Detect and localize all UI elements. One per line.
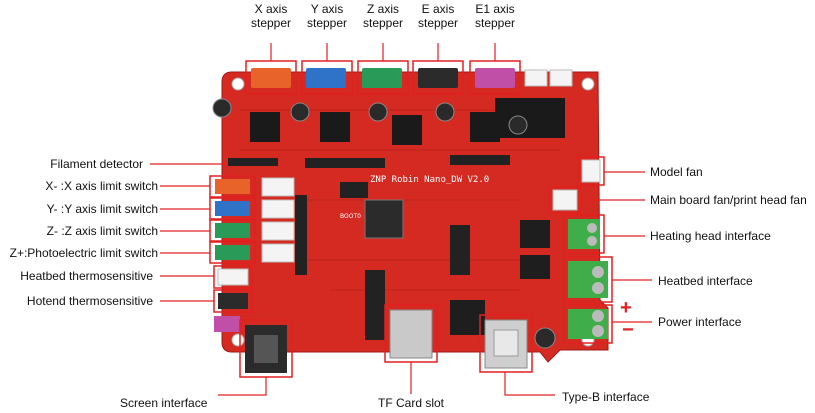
label-z-stepper-line2: stepper [362,16,404,30]
power-terminal [563,304,613,344]
label-e-stepper-line2: stepper [417,16,459,30]
heating-head-terminal [563,214,605,254]
right-callout-lines [581,171,652,323]
label-e-stepper: E axis stepper [403,2,473,30]
label-heatbed-interface: Heatbed interface [658,274,753,288]
mounting-hole [231,77,245,91]
label-z-photoelectric-switch: Z+:Photoelectric limit switch [9,246,158,260]
mcu-chip [364,199,404,239]
label-mainboard-fan: Main board fan/print head fan [650,193,807,207]
capacitors [212,98,556,349]
mainboard-fan-connector [548,186,582,214]
label-e1-stepper-line1: E1 axis [475,2,515,16]
label-y-limit-switch: Y- :Y axis limit switch [46,202,158,216]
heatbed-terminal [563,256,613,303]
white-connectors-top [524,69,573,87]
board-silk-label: ZNP Robin Nano_DW V2.0 [370,175,489,185]
label-filament-detector: Filament detector [50,157,143,171]
filament-detector-header [228,158,278,166]
label-x-limit-switch: X- :X axis limit switch [45,179,158,193]
mounting-hole [231,333,245,347]
left-callout-lines [150,163,228,302]
label-e1-stepper-line2: stepper [474,16,516,30]
label-type-b-interface: Type-B interface [562,390,650,404]
pin-headers [295,155,510,340]
label-x-stepper-line1: X axis [254,2,288,16]
boot-label: BOOT0 [340,213,361,220]
screen-interface-connector [239,319,293,378]
polarity-minus: − [622,319,634,341]
stepper-driver-chips [250,98,565,145]
label-z-stepper-line1: Z axis [366,2,399,16]
label-z-limit-switch: Z- :Z axis limit switch [46,224,158,238]
label-model-fan: Model fan [650,165,703,179]
type-b-connector [479,314,533,373]
label-hotend-thermosensitive: Hotend thermosensitive [26,294,153,308]
label-e-stepper-line1: E axis [421,2,455,16]
label-tf-card-slot: TF Card slot [378,396,445,410]
label-z-stepper: Z axis stepper [348,2,418,30]
label-screen-interface: Screen interface [120,396,208,410]
mounting-hole [581,77,595,91]
thermistor-connectors [213,265,253,332]
model-fan-connector [577,156,605,186]
label-x-stepper: X axis stepper [236,2,306,30]
label-y-stepper: Y axis stepper [292,2,362,30]
label-heatbed-thermosensitive: Heatbed thermosensitive [20,269,153,283]
white-side-connectors [261,177,295,263]
top-callout-lines [270,43,496,61]
polarity-plus: + [620,297,632,319]
label-x-stepper-line2: stepper [250,16,292,30]
label-power-interface: Power interface [658,315,742,329]
label-y-stepper-line1: Y axis [310,2,344,16]
label-heating-head-interface: Heating head interface [650,229,771,243]
tf-card-slot [384,304,438,363]
label-y-stepper-line2: stepper [306,16,348,30]
label-e1-stepper: E1 axis stepper [460,2,530,30]
mosfet-chips [450,220,550,335]
left-limit-switch-connectors [209,175,256,264]
bottom-callout-lines [218,362,555,396]
